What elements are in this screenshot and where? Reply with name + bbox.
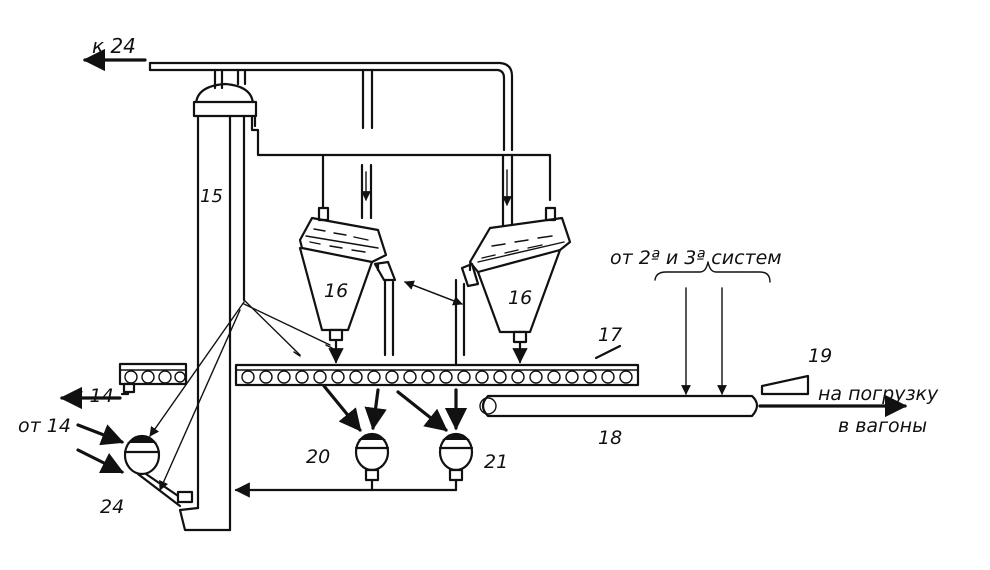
label-loading-1: на погрузку <box>818 383 939 405</box>
feeder-20 <box>322 384 390 492</box>
label-16-left: 16 <box>324 280 348 302</box>
conveyor-18 <box>479 261 771 418</box>
top-vertical-pipes <box>213 68 374 130</box>
label-21: 21 <box>484 451 508 473</box>
item-19-chute <box>758 374 908 418</box>
column-feed-lines <box>243 299 333 357</box>
conveyor-17 <box>234 344 640 387</box>
label-to-14: к 14 <box>72 385 114 407</box>
top-pipe <box>82 48 514 152</box>
conveyor-small-left <box>59 362 188 410</box>
cyclone-16-right <box>454 153 572 364</box>
label-16-right: 16 <box>508 287 532 309</box>
label-18: 18 <box>598 427 622 449</box>
label-from-14: от 14 <box>18 415 71 437</box>
feeder-21 <box>396 388 474 492</box>
label-15: 15 <box>200 186 223 207</box>
column-15 <box>178 82 552 532</box>
label-24: 24 <box>100 496 124 518</box>
cyclone-16-left <box>298 153 397 364</box>
label-17: 17 <box>598 324 622 346</box>
label-to-24: к 24 <box>92 34 136 58</box>
label-20: 20 <box>306 446 330 468</box>
label-19: 19 <box>808 345 832 367</box>
label-from-systems: от 2ª и 3ª систем <box>610 247 782 269</box>
conveyor-17-rollers <box>241 370 633 384</box>
arrow-between-cyclones <box>404 280 463 306</box>
label-loading-2: в вагоны <box>838 415 927 437</box>
feeder-24 <box>76 301 245 508</box>
